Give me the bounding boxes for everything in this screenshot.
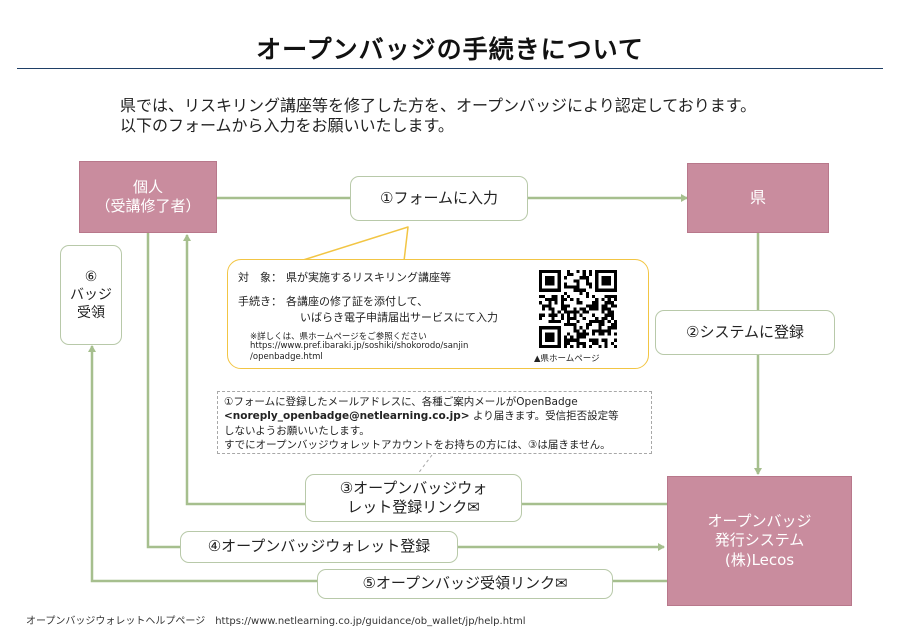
notice-line-4: すでにオープンバッジウォレットアカウントをお持ちの方には、③は届きません。: [224, 438, 611, 451]
title-divider: [17, 68, 883, 69]
footer-label: オープンバッジウォレットヘルプページ: [26, 616, 206, 627]
sender-email: <noreply_openbadge@netlearning.co.jp>: [224, 410, 470, 423]
email-notice: ①フォームに登録したメールアドレスに、各種ご案内メールがOpenBadge <n…: [217, 391, 652, 454]
pref-url-line-1[interactable]: https://www.pref.ibaraki.jp/soshiki/shok…: [250, 341, 469, 351]
step1-label: ①フォームに入力: [350, 176, 528, 221]
step6-label: ⑥ バッジ 受領: [60, 245, 122, 345]
notice-line-2-rest: より届きます。受信拒否設定等: [469, 410, 619, 423]
detail-note: ※詳しくは、県ホームページをご参照ください: [250, 332, 427, 342]
procedure-line-2: いばらき電子申請届出サービスにて入力: [300, 311, 498, 324]
footer: オープンバッジウォレットヘルプページ https://www.netlearnin…: [26, 612, 525, 627]
notice-line-2: <noreply_openbadge@netlearning.co.jp> より…: [224, 409, 645, 423]
pref-url-line-2[interactable]: /openbadge.html: [250, 352, 323, 362]
procedure-label: 手続き：: [238, 295, 282, 308]
node-issuing-system: オープンバッジ 発行システム (株)Lecos: [667, 476, 852, 606]
page-title: オープンバッジの手続きについて: [256, 35, 644, 64]
target-value: 県が実施するリスキリング講座等: [286, 271, 451, 284]
footer-help-link[interactable]: https://www.netlearning.co.jp/guidance/o…: [215, 616, 526, 627]
node-prefecture: 県: [687, 163, 829, 233]
notice-line-3: しないようお願いいたします。: [224, 424, 370, 437]
step3-label: ③オープンバッジウォ レット登録リンク✉: [305, 474, 522, 522]
note-connector: [416, 454, 433, 476]
step5-label: ⑤オープンバッジ受領リンク✉: [317, 569, 613, 599]
step4-label: ④オープンバッジウォレット登録: [180, 531, 458, 563]
intro-line-2: 以下のフォームから入力をお願いいたします。: [120, 116, 454, 135]
procedure-line-1: 各講座の修了証を添付して、: [286, 295, 429, 308]
qr-caption: ▲県ホームページ: [534, 354, 600, 364]
qr-code-icon[interactable]: [537, 270, 619, 348]
notice-line-1: ①フォームに登録したメールアドレスに、各種ご案内メールがOpenBadge: [224, 396, 578, 408]
step2-label: ②システムに登録: [655, 310, 835, 355]
form-info-callout: 対 象： 県が実施するリスキリング講座等 手続き： 各講座の修了証を添付して、 …: [227, 259, 649, 369]
callout-pointer: [299, 226, 409, 262]
target-label: 対 象：: [238, 271, 282, 284]
node-individual: 個人 （受講修了者）: [79, 161, 217, 233]
intro-line-1: 県では、リスキリング講座等を修了した方を、オープンバッジにより認定しております。: [120, 96, 757, 115]
arrow-step4: [146, 233, 665, 551]
